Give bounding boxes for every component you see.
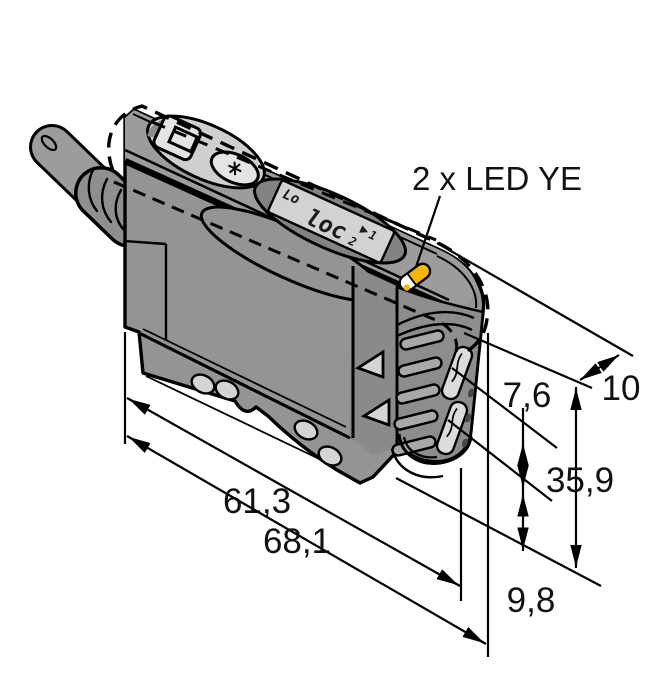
flange-hole-4: [317, 445, 343, 467]
cap-top-band-1: [396, 310, 475, 327]
cap-bottom-arc-2: [402, 436, 438, 459]
dim-label-68-1: 68,1: [263, 522, 331, 561]
arrowhead: [128, 398, 151, 415]
mounting-flange: [138, 328, 373, 467]
dim-label-35-9: 35,9: [546, 461, 614, 500]
dim-label-10: 10: [602, 369, 641, 408]
flange-hole-3: [293, 419, 319, 441]
cap-top-band-3: [436, 255, 478, 309]
dashed-outline-lower: [113, 180, 459, 353]
dashed-outline: [107, 104, 490, 355]
dashed-outline-top-inner: [151, 120, 437, 242]
cap-dot-2: [464, 413, 472, 423]
release-triangle-icon-1: [354, 349, 385, 379]
strain-groove-3: [114, 188, 126, 232]
set-button-star-icon: [228, 161, 242, 176]
lcd-display: Lo loc 1 2: [253, 177, 407, 265]
dim-body-length: 61,3: [126, 397, 461, 587]
ext-line-top-lower: [463, 331, 593, 390]
flange-hole-1: [190, 373, 216, 395]
led-indicator: [398, 262, 432, 292]
dim-top-depth: 10: [579, 354, 641, 408]
mode-button-icon: [166, 125, 200, 154]
ext-line-top-upper: [436, 242, 634, 357]
cap-bottom-arc-1: [397, 433, 473, 465]
flange-hole-2: [214, 379, 240, 401]
leader-fiber-slot-2: [447, 419, 553, 502]
cap-dot-1: [467, 388, 475, 398]
groove-4: [393, 409, 439, 431]
arrowhead: [597, 355, 619, 372]
arrowhead: [436, 569, 459, 586]
cap-top-band-2: [396, 322, 473, 338]
led-1-lit: [403, 284, 410, 291]
dim-label-7-6: 7,6: [503, 376, 552, 415]
strain-groove-1: [87, 168, 99, 213]
front-grooves: [391, 329, 445, 457]
dashed-outline-outer: [107, 104, 490, 355]
dim-fiber-slot-pitch: 7,6 9,8: [503, 376, 556, 620]
flange-step-edge: [138, 331, 351, 440]
led-leader-line: [414, 195, 442, 268]
arrowhead: [462, 627, 485, 644]
release-triangle-icon-2: [360, 397, 391, 427]
flange-bottom-line: [145, 375, 335, 467]
panel-notch-line-h: [124, 239, 167, 246]
display-window: [267, 179, 396, 264]
groove-1: [399, 329, 445, 351]
arrowhead: [128, 436, 151, 453]
display-cursor-icon: [359, 225, 369, 233]
flange-step-line: [142, 328, 347, 428]
display-text-lo: Lo: [280, 186, 302, 208]
leader-fiber-slot-1: [451, 367, 558, 449]
strain-groove-2: [100, 177, 113, 224]
cap-dot-3: [461, 438, 469, 448]
groove-2: [397, 356, 443, 378]
led-label: 2 x LED YE: [412, 160, 582, 197]
arrowhead: [580, 363, 602, 380]
fiber-slot-1-detail: [451, 352, 463, 383]
cable-tip-seam: [40, 134, 58, 152]
device-body: Lo loc 1 2: [123, 108, 486, 485]
led-callout: 2 x LED YE: [412, 160, 582, 268]
dim-front-height: 35,9: [546, 387, 614, 568]
dim-label-61-3: 61,3: [223, 482, 291, 521]
dim-overall-length: 68,1: [126, 435, 487, 645]
dim-label-9-8: 9,8: [507, 581, 556, 620]
groove-3: [395, 383, 441, 405]
ext-line-bottom-diagonal: [395, 477, 602, 587]
dimension-annotations: 61,3 68,1 10 35,9: [123, 160, 641, 657]
cap-bottom-arc-3: [390, 448, 444, 479]
